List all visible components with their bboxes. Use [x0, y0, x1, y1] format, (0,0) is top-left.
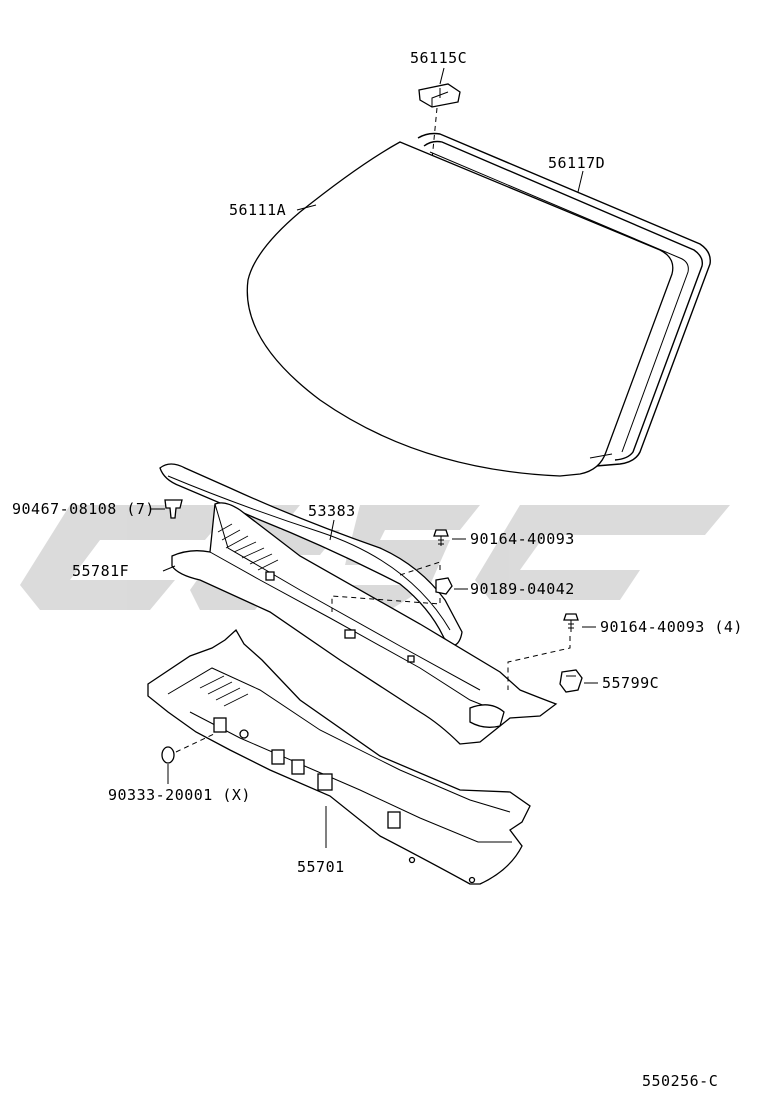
label-56111a: 56111A: [229, 201, 286, 219]
clip-55799c: [559, 669, 583, 693]
cowl-panel-55701: [147, 628, 531, 885]
label-55701: 55701: [297, 858, 345, 876]
label-90333: 90333-20001 (X): [108, 786, 251, 804]
label-90164-lower: 90164-40093 (4): [600, 618, 743, 636]
plug-guide-line: [175, 733, 215, 753]
label-56117d: 56117D: [548, 154, 605, 172]
screw-90164-upper: [433, 529, 449, 546]
leader-53383: [329, 519, 335, 541]
leader-56117d: [577, 170, 584, 193]
leader-55781f: [162, 565, 176, 572]
label-56115c: 56115C: [410, 49, 467, 67]
grommet-90467: [164, 499, 183, 519]
cowl-grille-hatch: [217, 523, 279, 571]
cowl-panel-hatch: [199, 675, 249, 707]
screw-90164-lower: [563, 613, 579, 632]
label-55799c: 55799C: [602, 674, 659, 692]
label-90189: 90189-04042: [470, 580, 575, 598]
cowl-top-panel-55781f: [171, 502, 558, 745]
plug-90333: [161, 746, 175, 764]
label-90467: 90467-08108 (7): [12, 500, 155, 518]
leader-56115c: [439, 67, 445, 85]
leader-56111a: [296, 204, 317, 211]
label-55781f: 55781F: [72, 562, 129, 580]
label-53383: 53383: [308, 502, 356, 520]
nut-clip-90189: [435, 577, 453, 595]
windshield-glass-56111a: [246, 141, 674, 477]
windshield-moulding-56117d: [417, 132, 711, 467]
diagram-ref-code: 550256-C: [642, 1072, 718, 1090]
label-90164-upper: 90164-40093: [470, 530, 575, 548]
moulding-clip-56115c: [418, 83, 461, 108]
nut-guide-lines: [331, 561, 441, 612]
